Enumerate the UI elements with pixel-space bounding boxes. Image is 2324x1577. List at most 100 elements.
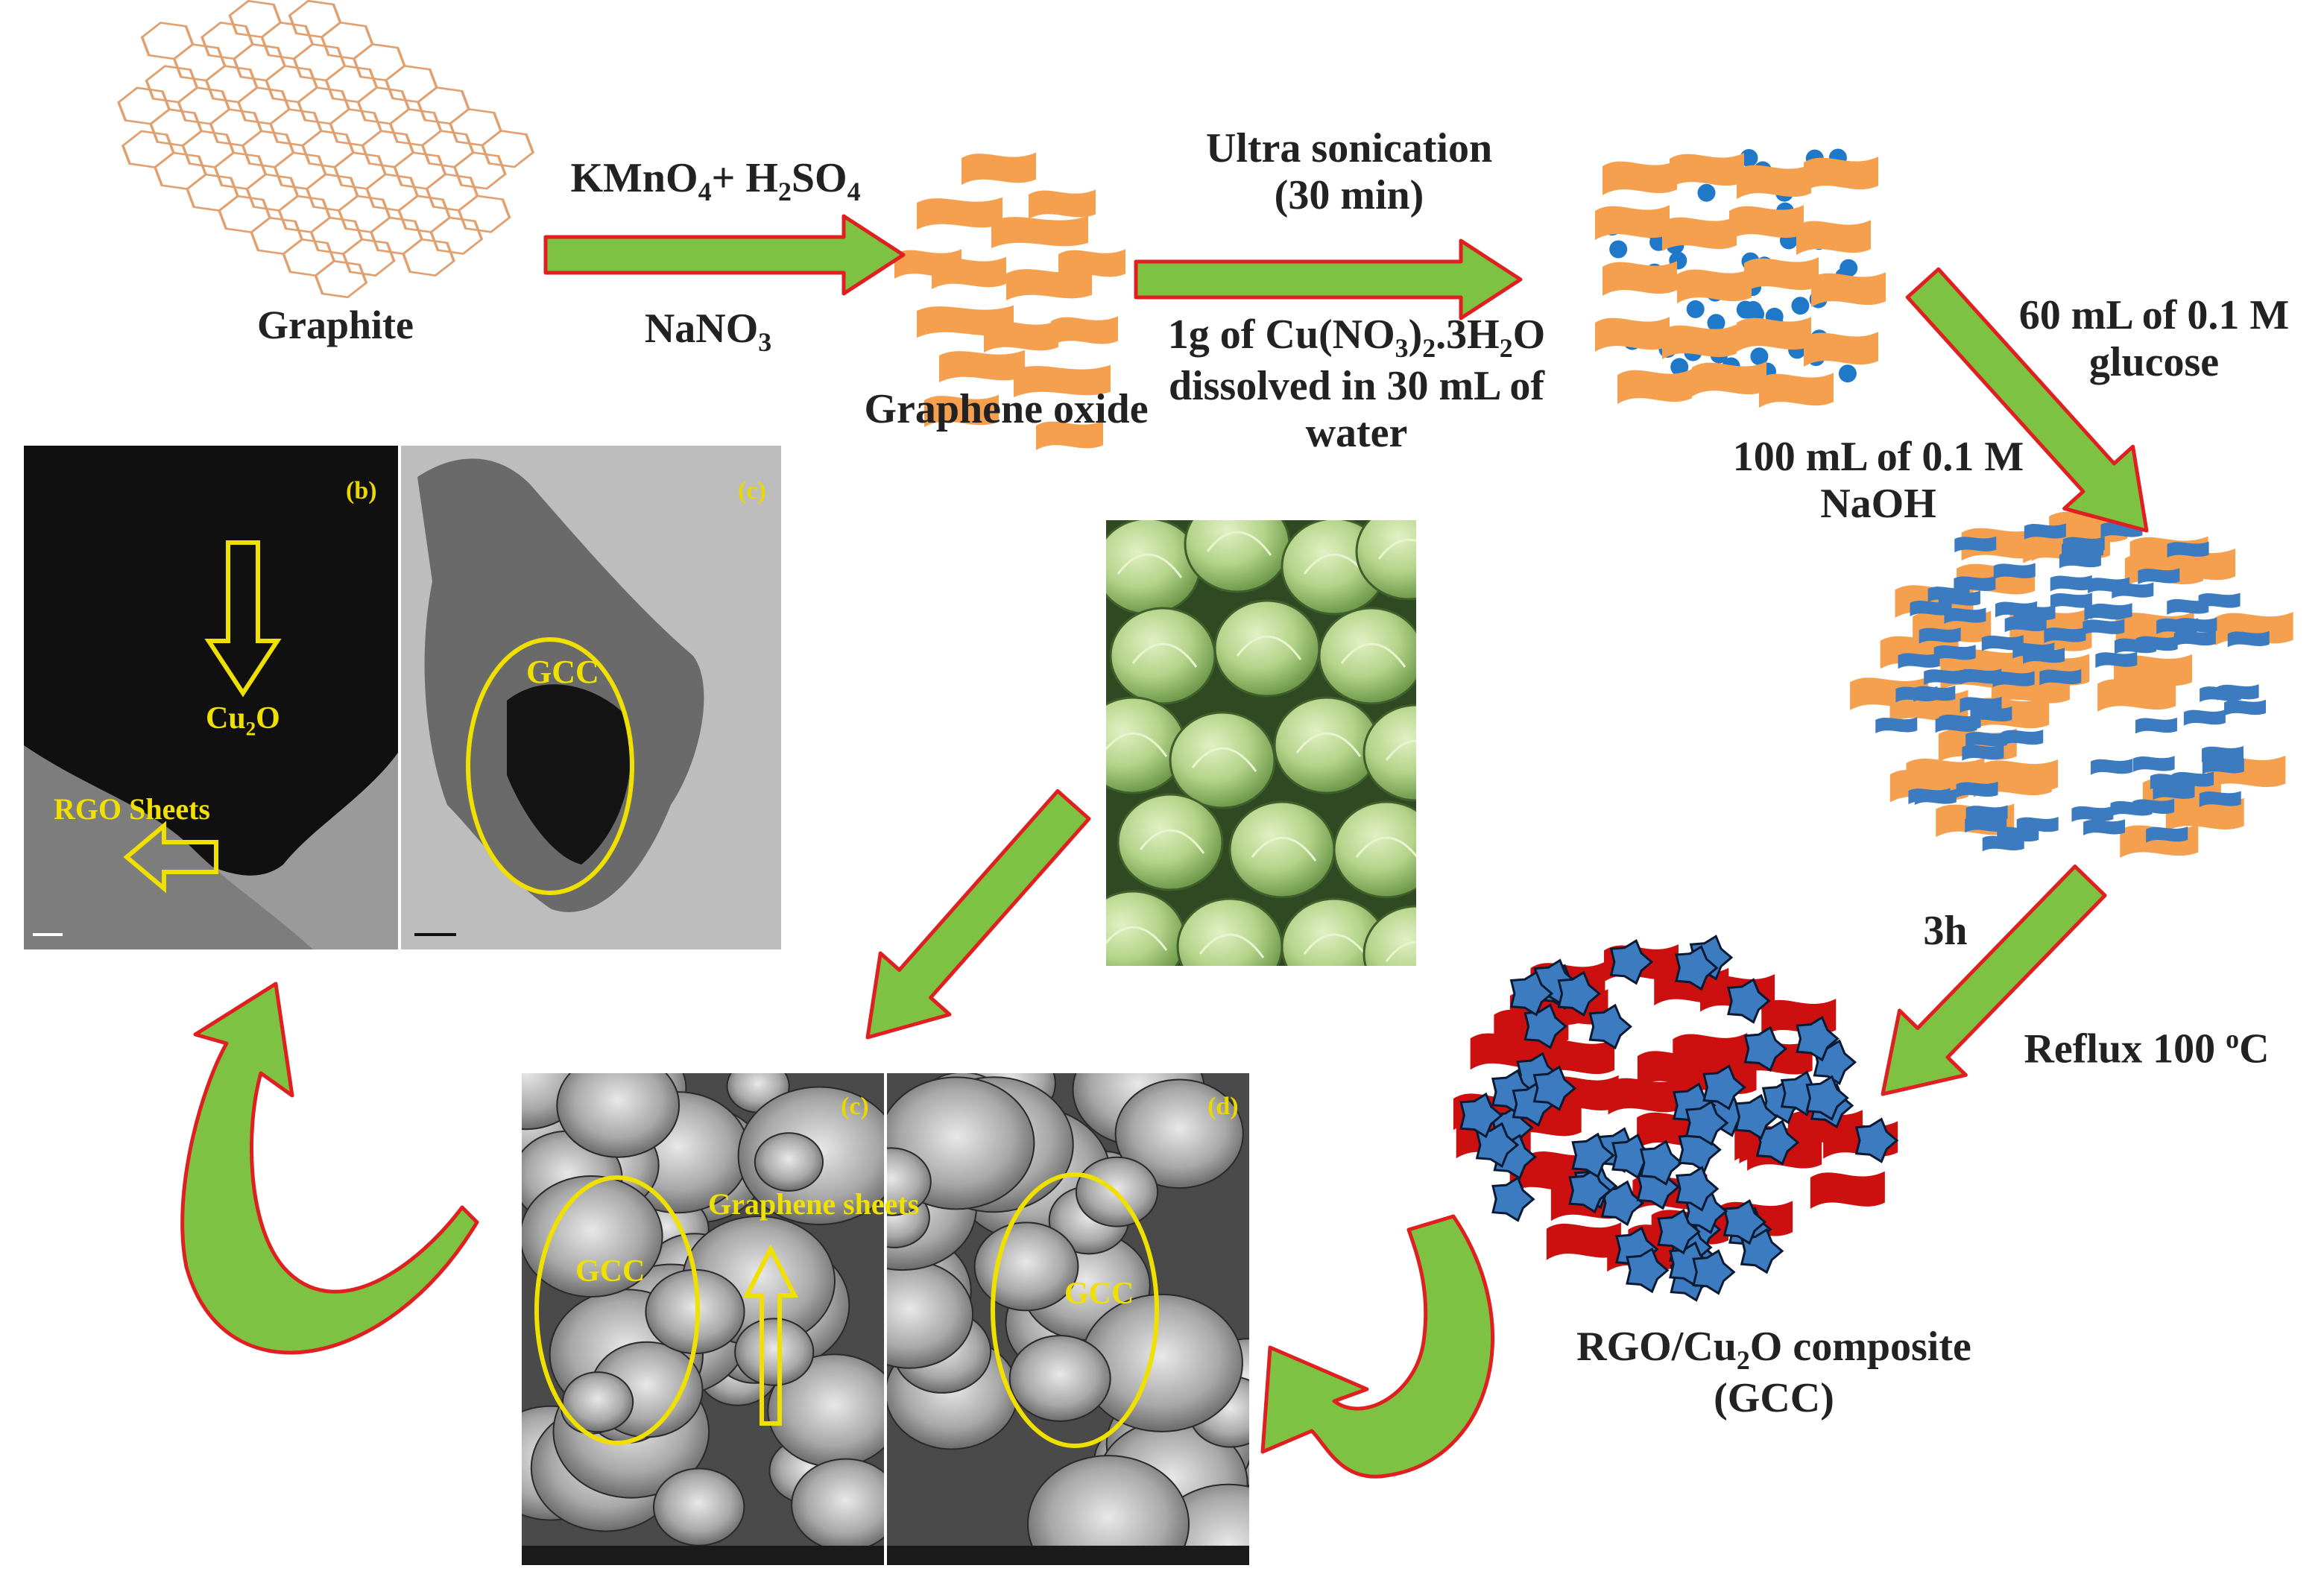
gcc-circle bbox=[466, 637, 634, 895]
glucose-strip bbox=[2156, 618, 2199, 634]
cu2o-particle bbox=[1676, 1166, 1720, 1212]
glucose-strip bbox=[2050, 575, 2092, 592]
glucose-strip bbox=[1933, 645, 1976, 661]
lattice-hexagon bbox=[305, 173, 359, 212]
go-sheet bbox=[1677, 268, 1752, 303]
go-sheet bbox=[894, 249, 962, 279]
tem-left-content bbox=[24, 446, 398, 949]
sem-particle bbox=[556, 1073, 681, 1158]
sem-particle bbox=[1008, 1335, 1111, 1422]
tem-right-content bbox=[414, 458, 704, 936]
copper-ion-dot bbox=[1740, 149, 1758, 167]
glucose-strip bbox=[1960, 669, 2002, 685]
cu2o-particle bbox=[1588, 1003, 1633, 1050]
lattice-hexagon bbox=[301, 130, 355, 168]
arrow-go-to-ions bbox=[1134, 238, 1523, 320]
lattice-hexagon bbox=[370, 216, 423, 255]
sem-particle bbox=[1114, 1078, 1244, 1189]
lattice-hexagon bbox=[320, 21, 374, 60]
lattice-hexagon bbox=[200, 22, 254, 60]
lattice-hexagon bbox=[333, 151, 387, 190]
lattice-hexagon bbox=[356, 86, 411, 125]
glucose-strip bbox=[1992, 671, 2035, 688]
go-sheet bbox=[991, 215, 1088, 248]
go-sheet bbox=[1980, 759, 2059, 793]
cabbage-content bbox=[1106, 520, 1416, 966]
glucose-strip bbox=[1898, 652, 1940, 669]
lattice-hexagon bbox=[449, 108, 502, 147]
cabbage-head bbox=[1213, 599, 1321, 698]
lattice-hexagon bbox=[209, 108, 263, 147]
cu2o-particle bbox=[1755, 1119, 1800, 1166]
lattice-hexagon bbox=[154, 151, 207, 190]
cabbage-head bbox=[1106, 520, 1202, 616]
glucose-strip bbox=[2138, 568, 2180, 584]
cu2o-particle bbox=[1557, 970, 1601, 1017]
lattice-hexagon bbox=[241, 130, 295, 168]
lattice-hexagon bbox=[457, 195, 511, 233]
cabbage-leaf-vein bbox=[1206, 531, 1272, 556]
lattice-hexagon bbox=[233, 43, 286, 82]
go-sheet bbox=[924, 394, 999, 427]
cu2o-particle bbox=[1600, 1180, 1645, 1227]
go-sheet bbox=[2097, 677, 2176, 712]
tem-left-cu2o-label: Cu2O bbox=[206, 701, 280, 740]
go-sheet bbox=[1744, 257, 1819, 292]
lattice-hexagon bbox=[393, 151, 447, 190]
cabbage-head bbox=[1228, 800, 1336, 899]
lattice-hexagon bbox=[204, 65, 259, 104]
tem-gray-region bbox=[24, 745, 313, 949]
gcc-circle bbox=[991, 1172, 1159, 1448]
glucose-strip bbox=[2202, 758, 2244, 774]
cabbage-head bbox=[1184, 520, 1291, 593]
cabbage-head bbox=[1318, 607, 1416, 705]
tem-dark-region bbox=[24, 446, 398, 876]
glucose-strip bbox=[2200, 686, 2242, 703]
sem-particle bbox=[734, 1318, 815, 1386]
lattice-hexagon bbox=[309, 216, 364, 256]
cabbage-leaf-vein bbox=[1385, 941, 1416, 962]
rgo-sheet bbox=[1810, 1171, 1885, 1210]
glucose-strip bbox=[2039, 669, 2082, 686]
lattice-hexagon bbox=[337, 195, 391, 233]
rgo-cu2o-composite-cluster bbox=[1453, 935, 1899, 1302]
cu2o-particle bbox=[1796, 1015, 1840, 1062]
copper-ion-dot bbox=[1750, 347, 1769, 366]
go-sheet bbox=[1737, 164, 1811, 199]
cabbage-leaf-vein bbox=[1131, 642, 1198, 668]
lattice-hexagon bbox=[181, 130, 236, 168]
glucose-strip bbox=[1910, 600, 1952, 616]
glucose-strip bbox=[1954, 536, 1997, 553]
tem-left-rgo-label: RGO Sheets bbox=[54, 792, 210, 826]
go-sheet bbox=[1595, 205, 1670, 240]
glucose-strip bbox=[1944, 607, 1986, 624]
go-sheet bbox=[1759, 373, 1834, 408]
go-sheet bbox=[1603, 160, 1677, 195]
cu2o-particle bbox=[1626, 1247, 1670, 1294]
go-sheet bbox=[1804, 332, 1878, 367]
cabbage-head bbox=[1169, 711, 1276, 809]
cabbage-leaf-vein bbox=[1139, 829, 1205, 854]
glucose-strip bbox=[2083, 619, 2125, 636]
sem-particle bbox=[973, 1222, 1079, 1312]
go-sheet bbox=[1737, 317, 1811, 352]
cu2o-particle bbox=[1459, 1092, 1503, 1139]
lattice-hexagon bbox=[265, 65, 319, 104]
go-sheet bbox=[1617, 369, 1692, 404]
lattice-hexagon bbox=[269, 108, 323, 147]
lattice-hexagon bbox=[361, 130, 415, 168]
cabbage-head bbox=[1106, 890, 1187, 966]
glucose-strip bbox=[2110, 800, 2153, 817]
lattice-group bbox=[117, 0, 535, 299]
go-sheet bbox=[1662, 216, 1737, 251]
glucose-strip bbox=[2167, 598, 2209, 615]
sem-particle bbox=[887, 1147, 932, 1216]
lattice-hexagon bbox=[425, 173, 479, 212]
go-sheet bbox=[1670, 153, 1744, 188]
cabbage-head bbox=[1117, 793, 1224, 891]
cabbage-leaf-vein bbox=[1295, 732, 1362, 757]
cu2o-particle bbox=[1723, 1199, 1767, 1245]
go-sheet bbox=[1014, 364, 1111, 397]
